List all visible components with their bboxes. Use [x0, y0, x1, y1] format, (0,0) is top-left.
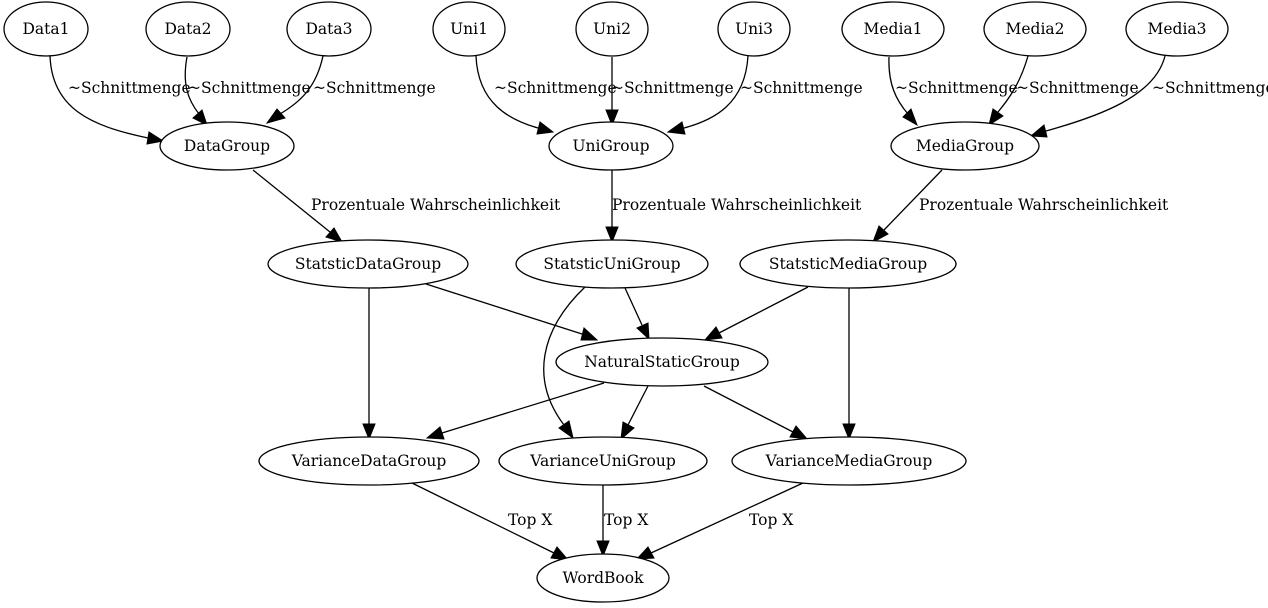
edge-uni2-unigroup [605, 57, 619, 127]
node-data2: Data2 [145, 1, 231, 57]
edge-media1-mediagroup [888, 56, 918, 127]
edge-statsticmediagroup-naturalstaticgroup [703, 286, 809, 341]
edge-label-varianceunigroup: Top X [604, 511, 648, 529]
node-varianceunigroup: VarianceUniGroup [498, 436, 708, 486]
node-media3: Media3 [1125, 1, 1229, 57]
edge-naturalstaticgroup-variancemediagroup [703, 385, 809, 440]
edge-label-media2: ~Schnittmenge [1016, 79, 1139, 97]
node-wordbook: WordBook [536, 553, 670, 603]
node-label-uni1: Uni1 [450, 20, 488, 38]
edge-statsticdatagroup-naturalstaticgroup [425, 283, 599, 341]
edge-label-uni1: ~Schnittmenge [494, 79, 617, 97]
edge-label-uni3: ~Schnittmenge [740, 79, 863, 97]
edge-datagroup-statsticdatagroup [252, 169, 344, 243]
node-statsticunigroup: StatsticUniGroup [515, 239, 709, 289]
edge-mediagroup-statsticmediagroup [872, 169, 943, 244]
node-label-variancedatagroup: VarianceDataGroup [291, 452, 447, 470]
edge-uni1-unigroup [475, 55, 555, 135]
edge-data2-datagroup [184, 56, 208, 126]
node-variancedatagroup: VarianceDataGroup [258, 436, 480, 486]
edge-media2-mediagroup [988, 55, 1029, 127]
edge-label-variancemediagroup: Top X [749, 511, 793, 529]
node-naturalstaticgroup: NaturalStaticGroup [555, 337, 769, 387]
node-label-varianceunigroup: VarianceUniGroup [529, 452, 676, 470]
node-statsticmediagroup: StatsticMediaGroup [739, 239, 957, 289]
node-media1: Media1 [841, 1, 945, 57]
node-label-datagroup: DataGroup [184, 137, 270, 155]
node-mediagroup: MediaGroup [890, 121, 1040, 171]
edge-label-variancedatagroup: Top X [508, 511, 552, 529]
edge-naturalstaticgroup-varianceunigroup [620, 385, 649, 441]
edge-label-media3: ~Schnittmenge [1152, 79, 1268, 97]
edge-variancemediagroup-wordbook [635, 482, 804, 560]
node-label-mediagroup: MediaGroup [916, 137, 1014, 155]
node-label-media3: Media3 [1147, 20, 1206, 38]
node-label-unigroup: UniGroup [572, 137, 649, 155]
edge-statsticunigroup-naturalstaticgroup [624, 287, 650, 341]
edge-unigroup-statsticunigroup [605, 170, 619, 244]
node-data3: Data3 [286, 1, 372, 57]
node-label-statsticmediagroup: StatsticMediaGroup [769, 255, 927, 273]
edge-variancedatagroup-wordbook [411, 482, 570, 561]
edge-label-data3: ~Schnittmenge [313, 79, 436, 97]
node-label-uni3: Uni3 [735, 20, 773, 38]
edge-naturalstaticgroup-variancedatagroup [425, 382, 605, 440]
node-statsticdatagroup: StatsticDataGroup [267, 239, 469, 289]
edge-media3-mediagroup [1029, 55, 1166, 138]
node-unigroup: UniGroup [548, 121, 674, 171]
node-label-data1: Data1 [23, 20, 70, 38]
edge-label-data1: ~Schnittmenge [68, 79, 191, 97]
node-media2: Media2 [983, 1, 1087, 57]
node-label-media1: Media1 [863, 20, 922, 38]
node-label-naturalstaticgroup: NaturalStaticGroup [584, 353, 740, 371]
node-label-media2: Media2 [1005, 20, 1064, 38]
edge-label-uni2: ~Schnittmenge [611, 79, 734, 97]
node-datagroup: DataGroup [159, 121, 295, 171]
node-uni1: Uni1 [432, 1, 506, 57]
edge-statsticdatagroup-variancedatagroup [362, 288, 376, 441]
edge-varianceunigroup-wordbook [596, 485, 610, 558]
edge-label-mediagroup: Prozentuale Wahrscheinlichkeit [919, 196, 1169, 214]
node-data1: Data1 [3, 1, 89, 57]
node-variancemediagroup: VarianceMediaGroup [731, 436, 967, 486]
node-label-uni2: Uni2 [593, 20, 631, 38]
node-uni3: Uni3 [717, 1, 791, 57]
node-label-statsticdatagroup: StatsticDataGroup [295, 255, 441, 273]
edge-data3-datagroup [265, 55, 324, 124]
edge-label-unigroup: Prozentuale Wahrscheinlichkeit [612, 196, 862, 214]
node-uni2: Uni2 [575, 1, 649, 57]
edge-label-data2: ~Schnittmenge [188, 79, 311, 97]
edge-label-datagroup: Prozentuale Wahrscheinlichkeit [311, 196, 561, 214]
node-label-statsticunigroup: StatsticUniGroup [543, 255, 680, 273]
edge-data1-datagroup [49, 55, 165, 145]
edge-uni3-unigroup [666, 55, 749, 135]
node-label-wordbook: WordBook [563, 569, 645, 587]
node-label-data3: Data3 [306, 20, 353, 38]
node-label-data2: Data2 [165, 20, 212, 38]
edge-label-media1: ~Schnittmenge [895, 79, 1018, 97]
edge-statsticunigroup-varianceunigroup [543, 286, 586, 440]
edge-statsticmediagroup-variancemediagroup [842, 288, 856, 441]
node-label-variancemediagroup: VarianceMediaGroup [765, 452, 933, 470]
